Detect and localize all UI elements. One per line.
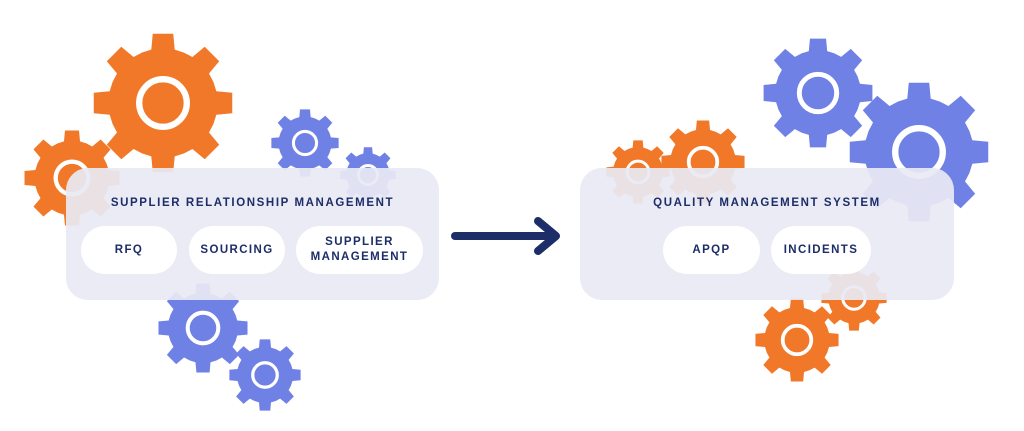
gear-body [271,109,339,177]
pill-label: APQP [692,243,731,256]
rfq-pill: RFQ [81,226,177,274]
gear-icon [271,109,339,177]
gear-body [755,298,839,382]
gear-ring [251,361,279,389]
gear-body [158,283,248,373]
arrow-right-icon [451,217,560,255]
supplier-relationship-management-panel: SUPPLIER RELATIONSHIP MANAGEMENT RFQ SOU… [66,168,439,300]
gear-icon [763,38,873,148]
panel-title: SUPPLIER RELATIONSHIP MANAGEMENT [110,197,395,209]
apqp-pill: APQP [663,226,760,274]
gear-ring [291,129,319,157]
sourcing-pill: SOURCING [189,226,285,274]
gear-icon [93,33,233,173]
gear-ring [796,71,840,115]
gear-ring [185,310,221,346]
gear-icon [229,339,301,411]
pill-label: SUPPLIER MANAGEMENT [310,236,409,263]
pill-label: RFQ [114,243,144,256]
gear-body [763,38,873,148]
gear-icon [158,283,248,373]
pill-label: SOURCING [200,243,274,256]
quality-management-system-panel: QUALITY MANAGEMENT SYSTEM APQP INCIDENTS [580,168,954,300]
gear-body [93,33,233,173]
panel-title: QUALITY MANAGEMENT SYSTEM [653,197,881,209]
gear-ring [780,323,814,357]
incidents-pill: INCIDENTS [771,226,871,274]
pill-label: INCIDENTS [783,243,859,256]
supplier-management-pill: SUPPLIER MANAGEMENT [296,226,423,274]
gear-body [229,339,301,411]
gear-ring [136,76,190,130]
gear-icon [755,298,839,382]
